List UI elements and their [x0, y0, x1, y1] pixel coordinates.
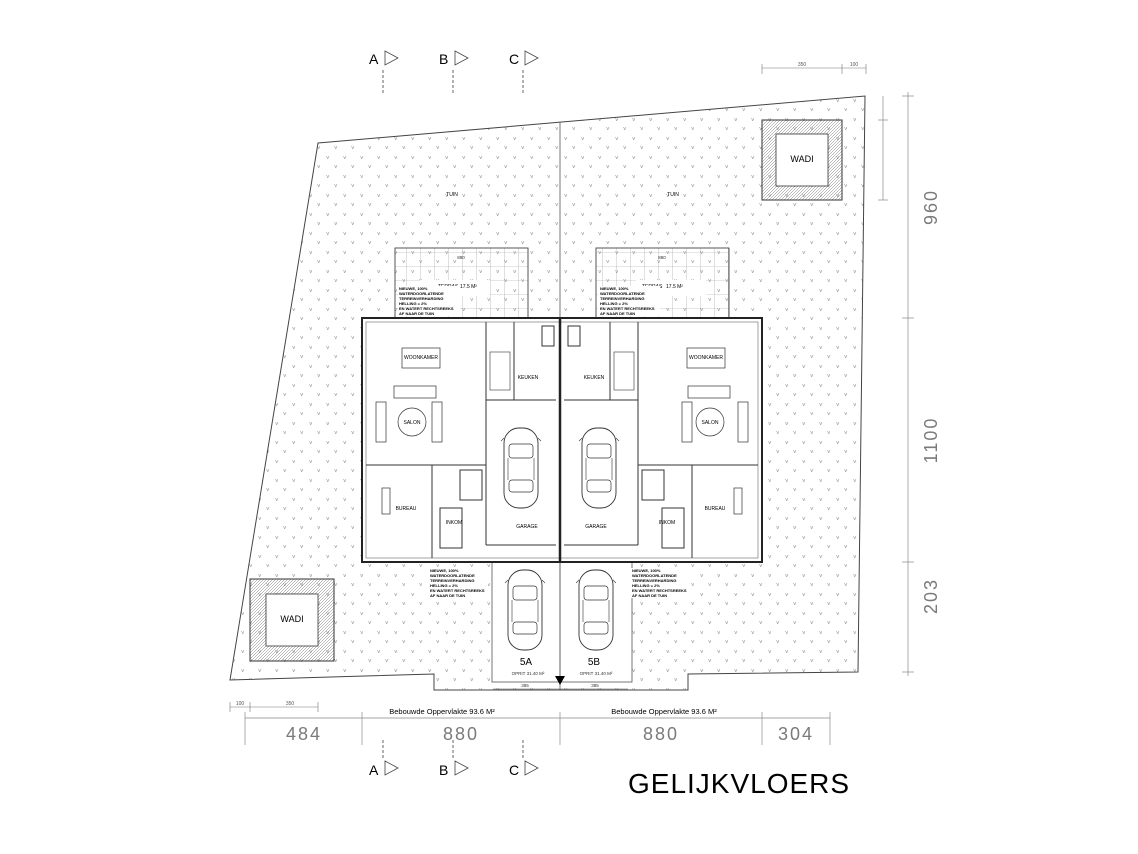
oprit-area-5b: OPRIT 31.40 M²: [580, 671, 613, 676]
furniture: [375, 347, 749, 515]
dim-bottom-304: 304: [778, 724, 814, 744]
section-a-top: A: [369, 51, 379, 67]
house-5a-layout: [366, 322, 556, 558]
oprit-area-5a: OPRIT 31.40 M²: [512, 671, 545, 676]
car-garage-5a: [500, 427, 542, 509]
dim-bottom-350: 350: [286, 701, 295, 707]
svg-text:EN WATERT RECHTSREEKS: EN WATERT RECHTSREEKS: [399, 306, 454, 311]
svg-text:EN WATERT RECHTSREEKS: EN WATERT RECHTSREEKS: [632, 588, 687, 593]
svg-text:NIEUWE, 100%: NIEUWE, 100%: [430, 568, 459, 573]
drawing-title: GELIJKVLOERS: [628, 768, 851, 799]
section-b-top: B: [439, 51, 448, 67]
section-c-top: C: [509, 51, 519, 67]
section-markers-bottom: A B C: [369, 740, 539, 778]
svg-text:TERREINVERHARDING: TERREINVERHARDING: [399, 296, 443, 301]
dim-right-960: 960: [921, 189, 941, 225]
section-a-bottom: A: [369, 762, 379, 778]
wadi-label-top: WADI: [790, 154, 813, 164]
room-woonkamer-5b: WOONKAMER: [689, 355, 723, 361]
room-keuken-5b: KEUKEN: [584, 375, 605, 381]
dim-bottom-100: 100: [236, 701, 245, 707]
tuin-label-right: TUIN: [667, 192, 679, 198]
room-inkom-5a: INKOM: [446, 520, 462, 526]
garage-width-5a: 385: [521, 683, 529, 688]
dim-top-350: 350: [798, 62, 807, 68]
svg-text:HELLING = 2%: HELLING = 2%: [399, 301, 427, 306]
section-c-bottom: C: [509, 762, 519, 778]
dim-right-1100: 1100: [921, 417, 941, 464]
garage-width-5b: 385: [591, 683, 599, 688]
note-oprit-right: NIEUWE, 100% WATERDOORLATENDE TERREINVER…: [630, 568, 690, 598]
wadi-bottom-left: WADI: [249, 578, 335, 662]
dims-bottom: [244, 712, 831, 745]
note-oprit-left: NIEUWE, 100% WATERDOORLATENDE TERREINVER…: [428, 568, 488, 598]
dim-top-100: 100: [850, 62, 859, 68]
svg-text:HELLING = 2%: HELLING = 2%: [600, 301, 628, 306]
svg-text:TERREINVERHARDING: TERREINVERHARDING: [632, 578, 676, 583]
room-bureau-5b: BUREAU: [705, 506, 726, 512]
terras-left-area: 17.5 M²: [460, 284, 477, 290]
svg-text:NIEUWE, 100%: NIEUWE, 100%: [399, 286, 428, 291]
svg-text:TERREINVERHARDING: TERREINVERHARDING: [600, 296, 644, 301]
dim-right-203: 203: [921, 578, 941, 614]
room-salon-5a: SALON: [404, 420, 421, 426]
svg-text:AF NAAR DE TUIN: AF NAAR DE TUIN: [430, 593, 465, 598]
section-b-bottom: B: [439, 762, 448, 778]
dims-right: [878, 92, 914, 676]
svg-text:WATERDOORLATENDE: WATERDOORLATENDE: [600, 291, 645, 296]
dims-bottom-small: [229, 702, 319, 712]
terras-left-width: 880: [457, 255, 465, 260]
svg-text:EN WATERT RECHTSREEKS: EN WATERT RECHTSREEKS: [600, 306, 655, 311]
svg-text:AF NAAR DE TUIN: AF NAAR DE TUIN: [632, 593, 667, 598]
svg-text:TERREINVERHARDING: TERREINVERHARDING: [430, 578, 474, 583]
entrance-arrow: [555, 676, 565, 685]
note-terras-left: NIEUWE, 100% WATERDOORLATENDE TERREINVER…: [398, 286, 460, 316]
svg-text:NIEUWE, 100%: NIEUWE, 100%: [632, 568, 661, 573]
house-5b-layout: [564, 322, 758, 558]
room-bureau-5a: BUREAU: [396, 506, 417, 512]
svg-text:EN WATERT RECHTSREEKS: EN WATERT RECHTSREEKS: [430, 588, 485, 593]
bebouwde-oppervlakte-5a: Bebouwde Oppervlakte 93.6 M²: [389, 707, 495, 716]
dim-bottom-880-left: 880: [443, 724, 479, 744]
car-oprit-5b: [575, 569, 617, 651]
dim-bottom-484: 484: [286, 724, 322, 744]
svg-text:AF NAAR DE TUIN: AF NAAR DE TUIN: [399, 311, 434, 316]
dim-bottom-880-right: 880: [643, 724, 679, 744]
car-oprit-5a: [504, 569, 546, 651]
tuin-label-left: TUIN: [446, 192, 458, 198]
car-garage-5b: [578, 427, 620, 509]
svg-text:HELLING = 2%: HELLING = 2%: [632, 583, 660, 588]
svg-text:WATERDOORLATENDE: WATERDOORLATENDE: [430, 573, 475, 578]
room-keuken-5a: KEUKEN: [518, 375, 539, 381]
room-garage-5a: GARAGE: [516, 524, 538, 530]
unit-label-5b: 5B: [588, 657, 601, 668]
note-terras-right: NIEUWE, 100% WATERDOORLATENDE TERREINVER…: [598, 286, 660, 316]
unit-label-5a: 5A: [520, 657, 533, 668]
svg-text:NIEUWE, 100%: NIEUWE, 100%: [600, 286, 629, 291]
wadi-top-right: WADI: [761, 119, 843, 201]
svg-text:HELLING = 2%: HELLING = 2%: [430, 583, 458, 588]
section-markers-top: A B C: [369, 50, 539, 95]
terras-right-width: 880: [658, 255, 666, 260]
wadi-label-bottom: WADI: [280, 614, 303, 624]
room-woonkamer-5a: WOONKAMER: [404, 355, 438, 361]
room-inkom-5b: INKOM: [659, 520, 675, 526]
room-salon-5b: SALON: [702, 420, 719, 426]
terras-right-area: 17.5 M²: [666, 284, 683, 290]
svg-text:WATERDOORLATENDE: WATERDOORLATENDE: [399, 291, 444, 296]
dims-top-small: [761, 64, 867, 74]
bebouwde-oppervlakte-5b: Bebouwde Oppervlakte 93.6 M²: [611, 707, 717, 716]
svg-text:AF NAAR DE TUIN: AF NAAR DE TUIN: [600, 311, 635, 316]
svg-text:WATERDOORLATENDE: WATERDOORLATENDE: [632, 573, 677, 578]
room-garage-5b: GARAGE: [585, 524, 607, 530]
